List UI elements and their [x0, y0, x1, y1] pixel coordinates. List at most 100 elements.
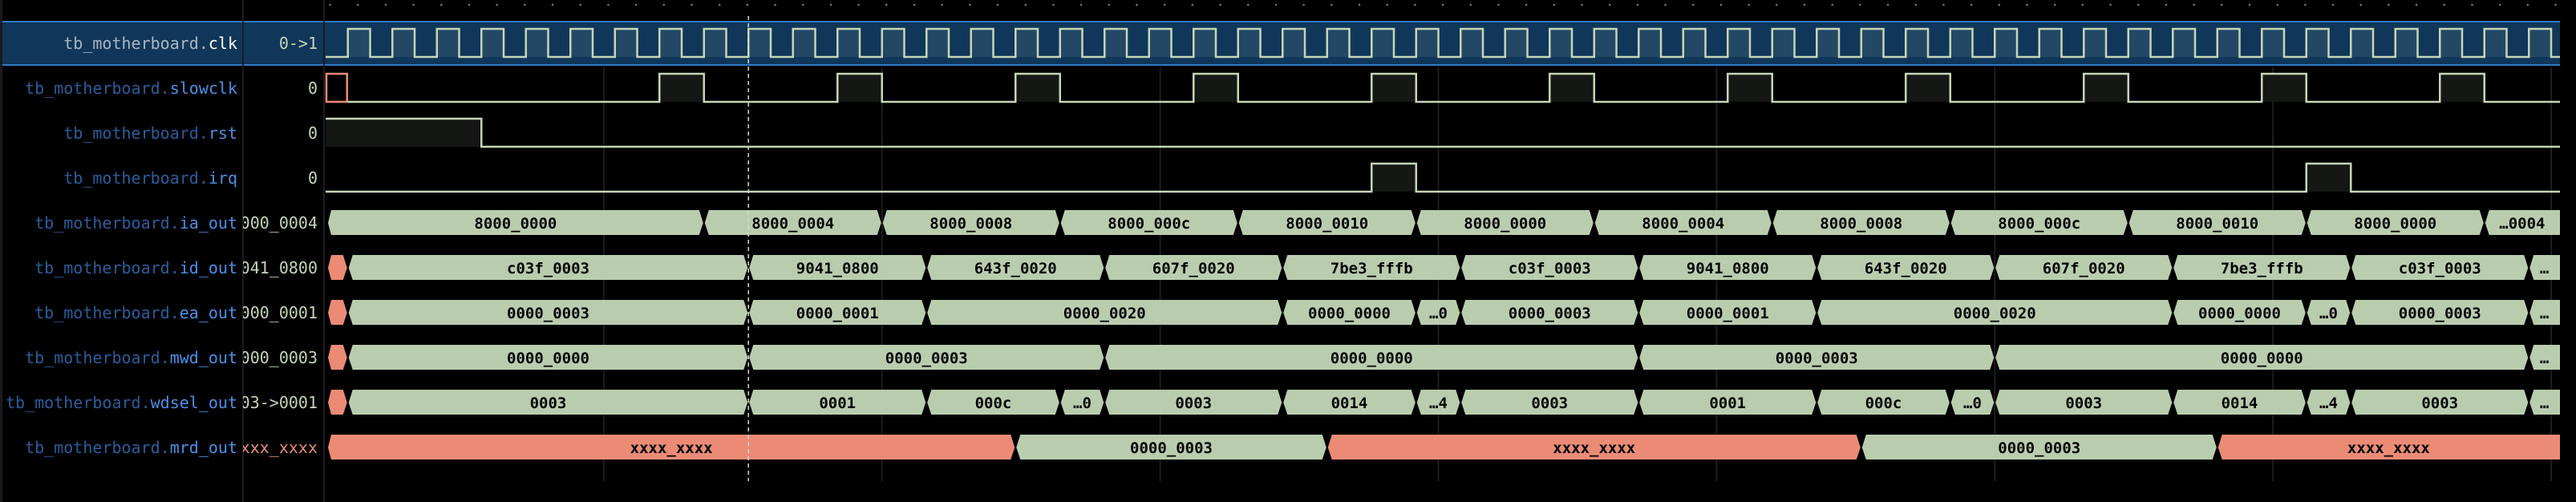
clock-high-region: [792, 29, 816, 57]
bus-segment: [1639, 300, 1817, 325]
signal-name-ea_out[interactable]: tb_motherboard.ea_out: [34, 290, 237, 335]
clock-high-region: [703, 29, 727, 57]
signal-value-text: 9041_0800: [243, 258, 318, 277]
bus-segment-label: 7be3_fffb: [1331, 260, 1413, 277]
ruler-tick: [1469, 3, 1472, 6]
signal-name-mwd_out[interactable]: tb_motherboard.mwd_out: [25, 335, 237, 380]
clock-high-region: [570, 29, 593, 57]
clock-high-region: [748, 29, 771, 57]
bus-segment: [328, 300, 347, 325]
clock-high-region: [1237, 29, 1261, 57]
ruler-tick: [1052, 3, 1055, 6]
signal-value-text: 8000_0004: [243, 213, 318, 233]
clock-high-region: [1594, 29, 1617, 57]
ruler-tick: [1776, 3, 1778, 6]
bus-segment-label: 8000_0008: [1820, 215, 1902, 233]
bus-segment: [1283, 255, 1460, 280]
high-pulse: [2084, 74, 2128, 102]
bus-segment-label: 9041_0800: [796, 260, 879, 277]
signal-value-irq: 0: [243, 156, 318, 200]
ruler-tick: [1108, 3, 1111, 6]
bus-segment: [2173, 255, 2351, 280]
name-value-divider[interactable]: [242, 0, 244, 502]
signal-name-ia_out[interactable]: tb_motherboard.ia_out: [34, 200, 237, 245]
signal-leaf: irq: [208, 168, 237, 188]
ruler-tick: [2498, 3, 2501, 6]
signal-name-mrd_out[interactable]: tb_motherboard.mrd_out: [25, 425, 237, 470]
bus-segment: [2351, 300, 2529, 325]
clock-high-region: [1727, 29, 1750, 57]
clock-high-region: [1371, 29, 1394, 57]
bit-waveform-rst: [326, 117, 2560, 148]
signal-name-clk[interactable]: tb_motherboard.clk: [63, 21, 237, 66]
ruler-tick: [1246, 3, 1250, 6]
clock-high-region: [2128, 29, 2151, 57]
clock-high-region: [2173, 29, 2195, 57]
signal-name-slowclk[interactable]: tb_motherboard.slowclk: [25, 66, 237, 111]
bus-segment-label: xxxx_xxxx: [1553, 439, 1635, 457]
clock-high-region: [1416, 29, 1439, 57]
signal-name-wdsel_out[interactable]: tb_motherboard.wdsel_out: [6, 380, 237, 425]
bus-segment: [1995, 390, 2173, 415]
bus-segment-label: 8000_0004: [1642, 215, 1724, 233]
clock-high-region: [2306, 29, 2329, 57]
bus-segment-label: 000c: [1865, 395, 1902, 412]
ruler-tick: [2388, 3, 2390, 6]
bus-segment-label: 0014: [2222, 395, 2258, 412]
clock-high-region: [1326, 29, 1350, 57]
ruler-tick: [829, 3, 832, 6]
clock-high-region: [1772, 29, 1795, 57]
bus-segment: [1060, 210, 1237, 235]
ruler-tick: [1441, 3, 1444, 6]
ruler-tick: [2026, 3, 2028, 6]
bus-segment: [1327, 435, 1861, 459]
bus-segment: [1461, 300, 1638, 325]
ruler-tick: [634, 3, 638, 6]
ruler-tick: [718, 3, 721, 6]
signal-value-text: 0->1: [278, 34, 318, 53]
bus-segment-label: 7be3_fffb: [2221, 260, 2303, 277]
ruler-tick: [1079, 3, 1083, 6]
signal-leaf: rst: [208, 123, 237, 143]
signal-leaf: mrd_out: [169, 438, 237, 457]
bus-segment-label: 643f_0020: [1865, 260, 1947, 277]
signal-name-rst[interactable]: tb_motherboard.rst: [63, 111, 237, 156]
bus-segment: [1238, 210, 1416, 235]
bus-segment: [2173, 300, 2306, 325]
clock-high-region: [614, 29, 638, 57]
signal-scope: tb_motherboard.: [34, 303, 180, 322]
ruler-tick: [1803, 3, 1806, 6]
bus-segment: [1639, 345, 1995, 370]
bus-segment-label: 8000_0000: [1464, 215, 1546, 233]
clock-high-region: [2529, 29, 2551, 57]
ruler-tick: [801, 3, 804, 6]
ruler-tick: [1942, 3, 1945, 6]
ruler-tick: [1302, 3, 1305, 6]
bus-segment-label: 8000_0010: [1286, 215, 1368, 233]
value-wave-divider[interactable]: [323, 0, 325, 502]
signal-value-text: 0003->0001: [243, 393, 318, 412]
bus-segment-label: 0003: [530, 395, 567, 412]
ruler-tick: [2053, 3, 2056, 6]
high-pulse: [837, 74, 882, 102]
signal-name-id_out[interactable]: tb_motherboard.id_out: [34, 245, 237, 290]
bit-waveform-irq: [326, 162, 2560, 193]
clock-high-region: [1861, 29, 1884, 57]
clock-high-region: [1950, 29, 1973, 57]
ruler-tick: [2165, 3, 2168, 6]
bus-segment: [2218, 435, 2560, 459]
bus-segment-label: 607f_0020: [1152, 260, 1235, 277]
bus-segment-label: 0000_0003: [2399, 305, 2481, 322]
bus-segment-label: 643f_0020: [974, 260, 1057, 277]
ruler-tick: [913, 3, 916, 6]
clock-high-region: [837, 29, 860, 57]
bus-segment: [328, 390, 347, 415]
signal-name-irq[interactable]: tb_motherboard.irq: [63, 156, 237, 200]
bus-segment-label: 8000_0000: [2354, 215, 2436, 233]
ruler-tick: [941, 3, 943, 6]
high-pulse: [1727, 74, 1772, 102]
undefined-region: [325, 72, 348, 103]
ruler-tick: [2554, 3, 2557, 6]
high-pulse: [2306, 164, 2351, 192]
